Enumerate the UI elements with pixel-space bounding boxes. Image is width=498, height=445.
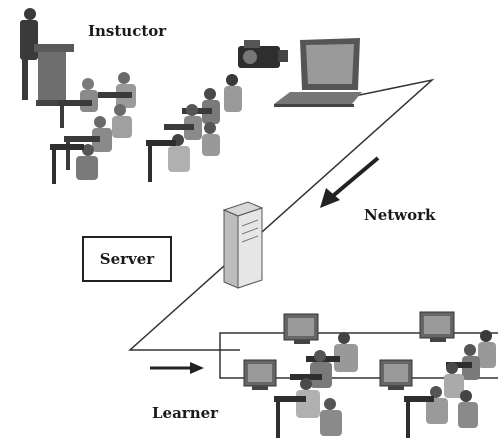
laptop-to-server-line: [128, 78, 435, 351]
learner-label: Learner: [152, 404, 219, 422]
video-camera-icon: [238, 40, 288, 68]
desktop-monitor-icon: [283, 313, 319, 344]
person-at-lectern-icon: [20, 8, 74, 106]
learner-lan-top-line: [219, 332, 498, 350]
desktop-monitor-icon: [379, 359, 413, 390]
server-tower-icon: [222, 201, 264, 289]
desktop-monitor-icon: [243, 359, 277, 390]
arrow-icon: [150, 362, 204, 374]
laptop-icon: [274, 38, 362, 107]
students-group-left: [50, 72, 136, 184]
server-label: Server: [99, 250, 155, 268]
network-label: Network: [364, 206, 436, 224]
learners-group-left: [274, 332, 358, 438]
server-box: Server: [82, 236, 172, 282]
arrow-icon: [320, 156, 380, 208]
instructor-label: Instuctor: [88, 22, 167, 40]
learners-group-right: [404, 330, 496, 438]
desktop-monitor-icon: [419, 311, 455, 342]
students-group-right: [146, 74, 242, 182]
